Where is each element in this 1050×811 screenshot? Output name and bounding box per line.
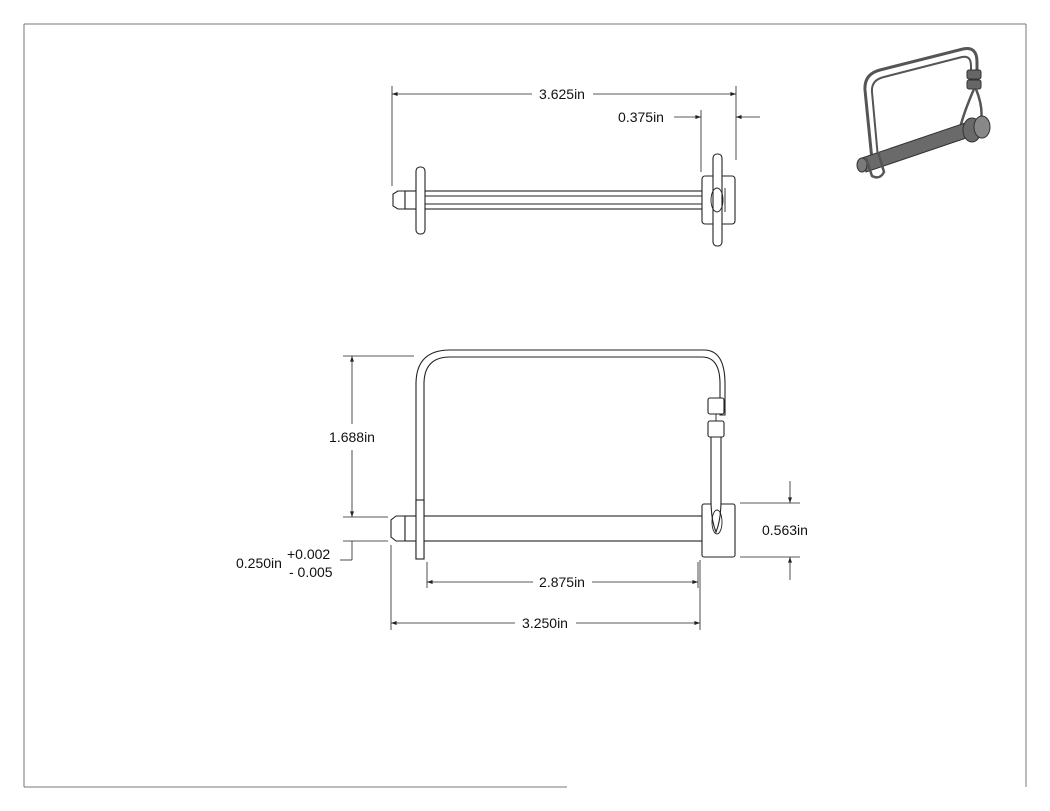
dim-3-250-label: 3.250in	[522, 615, 568, 631]
dim-collar-width: 0.375in	[618, 109, 760, 172]
dim-pin-length: 3.250in	[390, 545, 701, 631]
dim-bail-span: 2.875in	[426, 562, 699, 590]
dim-1-688-label: 1.688in	[329, 429, 375, 445]
dim-0-375-label: 0.375in	[618, 109, 664, 125]
top-view	[392, 153, 736, 247]
dim-0-563-label: 0.563in	[762, 522, 808, 538]
dim-0-250-label: 0.250in	[236, 555, 282, 571]
dim-tol-minus-label: - 0.005	[289, 564, 333, 580]
isometric-view	[856, 47, 991, 179]
dim-collar-height: 0.563in	[740, 481, 808, 580]
front-view	[390, 349, 736, 560]
dim-2-875-label: 2.875in	[539, 574, 585, 590]
dim-overall-length: 3.625in	[391, 86, 737, 186]
sheet-border	[23, 23, 1027, 788]
dim-pin-diameter: 0.250in +0.002 - 0.005	[236, 540, 388, 580]
dim-3-625-label: 3.625in	[539, 86, 585, 102]
dim-bail-height: 1.688in	[329, 355, 414, 518]
dim-tol-plus-label: +0.002	[287, 546, 330, 562]
